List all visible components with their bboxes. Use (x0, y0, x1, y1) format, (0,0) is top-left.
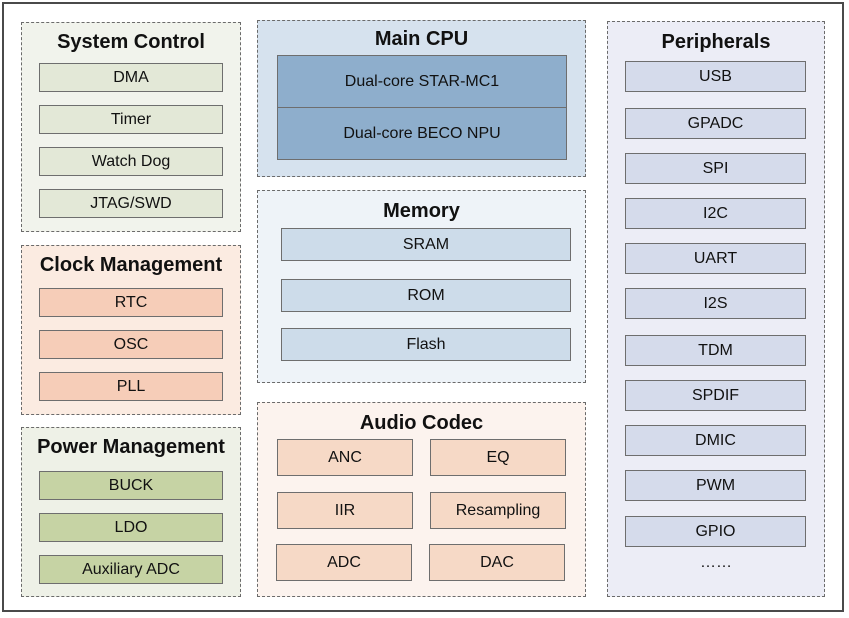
block-rom: ROM (281, 279, 571, 312)
system-control-title: System Control (57, 31, 205, 53)
block-dac: DAC (429, 544, 565, 581)
block-pwm: PWM (625, 470, 806, 501)
block-adc: ADC (276, 544, 412, 581)
block-usb: USB (625, 61, 806, 92)
memory-title: Memory (383, 200, 460, 222)
audio-codec-group: Audio Codec ANC EQ IIR Resampling ADC DA… (257, 402, 586, 597)
block-rtc: RTC (39, 288, 223, 317)
block-i2c: I2C (625, 198, 806, 229)
audio-codec-title: Audio Codec (359, 412, 484, 434)
block-dma: DMA (39, 63, 223, 92)
block-resampling: Resampling (430, 492, 566, 529)
block-iir: IIR (277, 492, 413, 529)
block-tdm: TDM (625, 335, 806, 366)
block-gpadc: GPADC (625, 108, 806, 139)
block-jtag-swd: JTAG/SWD (39, 189, 223, 218)
block-spi: SPI (625, 153, 806, 184)
peripherals-group: Peripherals USB GPADC SPI I2C UART I2S T… (607, 21, 825, 597)
block-uart: UART (625, 243, 806, 274)
block-star-mc1: Dual-core STAR-MC1 (277, 55, 567, 108)
clock-management-group: Clock Management RTC OSC PLL (21, 245, 241, 415)
block-gpio: GPIO (625, 516, 806, 547)
more-ellipsis: …… (700, 554, 732, 571)
power-management-title: Power Management (37, 436, 225, 458)
power-management-group: Power Management BUCK LDO Auxiliary ADC (21, 427, 241, 597)
diagram-frame (2, 2, 844, 612)
system-control-group: System Control DMA Timer Watch Dog JTAG/… (21, 22, 241, 232)
block-i2s: I2S (625, 288, 806, 319)
block-buck: BUCK (39, 471, 223, 500)
block-beco-npu: Dual-core BECO NPU (277, 107, 567, 160)
block-auxiliary-adc: Auxiliary ADC (39, 555, 223, 584)
block-watch-dog: Watch Dog (39, 147, 223, 176)
block-pll: PLL (39, 372, 223, 401)
main-cpu-title: Main CPU (374, 28, 469, 50)
block-sram: SRAM (281, 228, 571, 261)
clock-management-title: Clock Management (39, 254, 223, 276)
block-anc: ANC (277, 439, 413, 476)
block-timer: Timer (39, 105, 223, 134)
main-cpu-group: Main CPU Dual-core STAR-MC1 Dual-core BE… (257, 20, 586, 177)
memory-group: Memory SRAM ROM Flash (257, 190, 586, 383)
block-dmic: DMIC (625, 425, 806, 456)
block-spdif: SPDIF (625, 380, 806, 411)
peripherals-title: Peripherals (661, 31, 771, 53)
block-flash: Flash (281, 328, 571, 361)
block-ldo: LDO (39, 513, 223, 542)
block-eq: EQ (430, 439, 566, 476)
block-osc: OSC (39, 330, 223, 359)
